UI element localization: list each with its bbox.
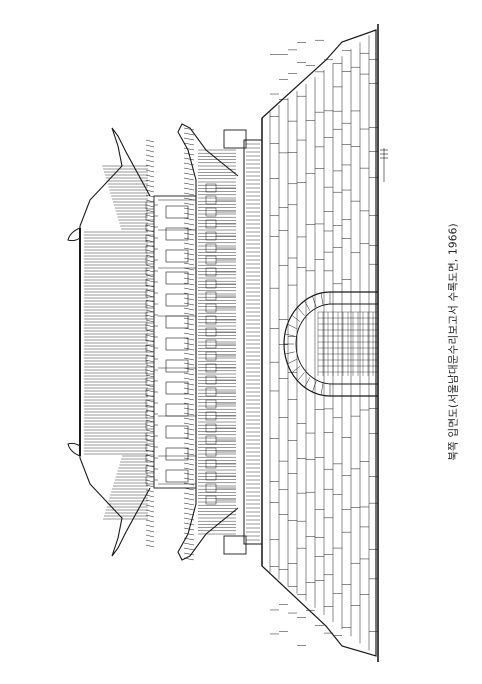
corner-lantern-bottom	[223, 535, 247, 555]
corner-lantern-top	[223, 129, 247, 149]
ridge-ornament-top	[67, 227, 81, 242]
stone-base	[261, 24, 379, 662]
lower-roof	[177, 123, 239, 561]
upper-roof	[67, 127, 195, 561]
arch-opening	[283, 291, 378, 397]
arch-inner-ring	[295, 303, 378, 385]
stone-base-outline	[261, 29, 377, 657]
figure-caption: 북쪽 입면도(서울남대문수리보고서 수록도면, 1966)	[447, 223, 460, 461]
scale-mark	[380, 148, 388, 182]
ridge-ornament-bottom	[67, 442, 81, 457]
parapet-band	[223, 129, 263, 555]
